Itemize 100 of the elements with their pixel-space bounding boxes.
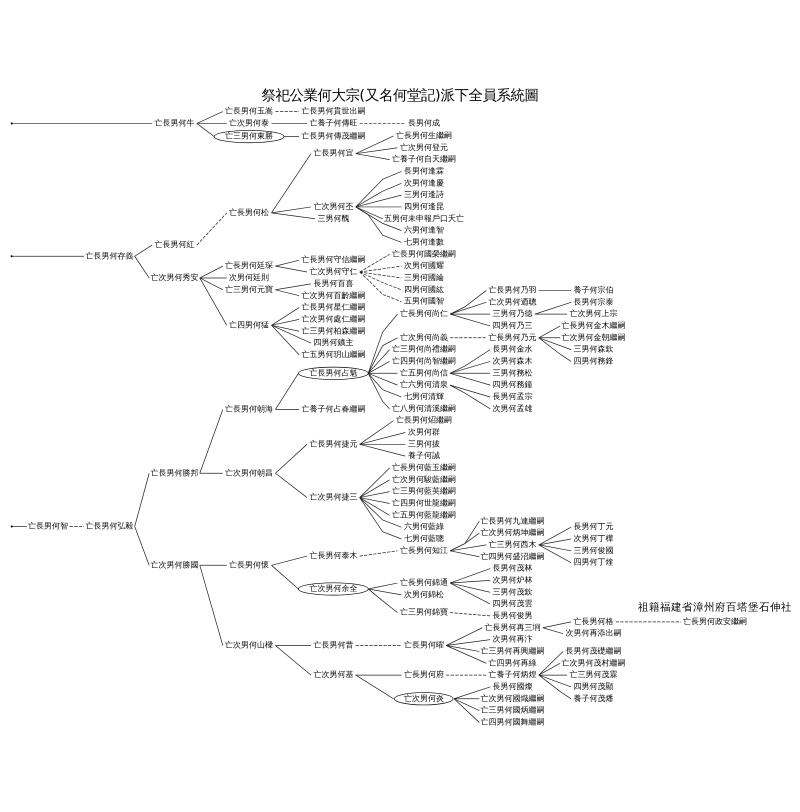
connector [196, 122, 228, 124]
connector [450, 612, 491, 616]
connector [275, 644, 312, 646]
connector [538, 336, 572, 362]
connector [134, 255, 150, 278]
connector [199, 472, 224, 474]
connector [359, 432, 406, 444]
connector [355, 206, 402, 207]
connector [196, 122, 215, 136]
connector [450, 384, 491, 397]
connector [271, 324, 300, 332]
connector [275, 265, 308, 272]
connector [446, 644, 487, 664]
connector [359, 253, 390, 272]
connector [355, 146, 398, 154]
connector [359, 271, 402, 302]
connector [450, 568, 491, 583]
connector [359, 467, 390, 498]
connector [355, 644, 402, 646]
connector [12, 122, 152, 124]
connector [275, 472, 308, 498]
connector [450, 544, 487, 551]
connector [275, 408, 300, 410]
connector [275, 110, 300, 112]
connector [450, 372, 491, 374]
connector [355, 206, 384, 219]
connector [359, 443, 406, 456]
connector [271, 306, 300, 326]
connector [355, 152, 390, 160]
connector [359, 490, 390, 498]
connector [454, 698, 480, 699]
connector [450, 301, 487, 314]
connector [542, 626, 564, 634]
connector [275, 259, 300, 266]
connector [199, 564, 224, 646]
connector [271, 152, 312, 213]
connector [446, 638, 491, 646]
connector [271, 564, 299, 589]
connector [368, 372, 402, 397]
connector [359, 496, 390, 504]
connector [450, 313, 491, 314]
connector [199, 277, 228, 278]
connector [271, 324, 300, 355]
connector [275, 283, 312, 290]
connector [199, 408, 224, 474]
connector [534, 301, 572, 314]
connector [359, 496, 402, 528]
connector [355, 674, 402, 675]
connector [446, 674, 487, 675]
connector [450, 582, 491, 604]
connector [538, 325, 561, 338]
connector [359, 496, 390, 516]
connector [355, 206, 402, 242]
connector [271, 324, 312, 343]
connector [368, 372, 390, 409]
connector [450, 348, 491, 374]
connector [355, 135, 394, 154]
connector [454, 698, 480, 710]
connector [454, 686, 491, 699]
connector [450, 384, 491, 409]
connector [538, 662, 561, 675]
connector [359, 420, 394, 444]
connector [355, 674, 394, 699]
connector [450, 372, 491, 385]
connector [134, 244, 152, 256]
connector [368, 313, 398, 374]
connector [538, 650, 564, 675]
connector [450, 313, 491, 326]
connector [196, 212, 228, 245]
connector [275, 288, 300, 296]
connector [134, 526, 150, 566]
connector [538, 674, 572, 687]
connector [359, 265, 402, 272]
connector [450, 532, 480, 551]
connector [615, 620, 682, 622]
connector [368, 588, 402, 595]
connector [450, 550, 480, 557]
connector [355, 170, 402, 207]
connector [359, 478, 390, 498]
connector [534, 313, 568, 314]
connector [271, 122, 308, 124]
connector [538, 544, 572, 563]
connector [450, 336, 487, 338]
connector [12, 255, 84, 256]
connector [368, 588, 398, 612]
connector [271, 318, 300, 326]
connector [359, 271, 402, 278]
diagram-title: 祭祀公業何大宗(又名何堂記)派下全員系統圖 [261, 87, 539, 104]
connector [538, 674, 568, 675]
connector [450, 582, 491, 592]
label: 祖籍福建省漳州府百塔堡石伸社 [638, 601, 792, 614]
connector [538, 544, 572, 551]
connector [271, 206, 312, 213]
connector [368, 348, 390, 374]
connector [359, 443, 406, 444]
connector [368, 360, 390, 374]
connector [271, 555, 308, 566]
connector [199, 277, 228, 326]
connector [359, 122, 406, 124]
connector [446, 626, 483, 646]
